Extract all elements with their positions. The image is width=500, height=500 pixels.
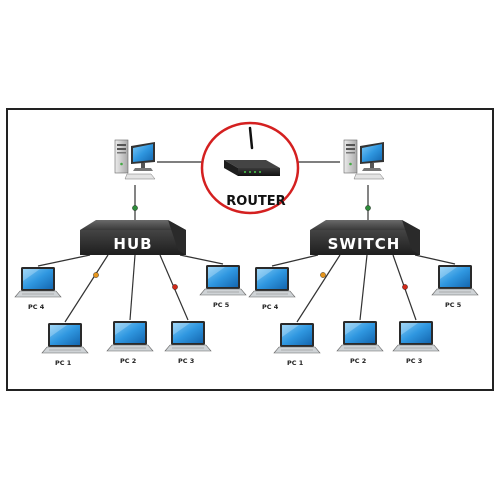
hub-pc1-label: PC 1: [55, 359, 72, 367]
connector-red: [402, 284, 408, 290]
server-computer-icon: [343, 139, 385, 180]
laptop-icon: [431, 265, 479, 296]
switch-top-face: [310, 220, 420, 230]
cable-hub-pc4: [37, 254, 91, 267]
router-icon: [224, 126, 280, 176]
laptops: PC 4 PC 1 PC 2 PC 3 PC 5 PC 4 PC 1 PC 2 PC 3 PC 5: [14, 265, 479, 367]
laptop-icon: [392, 321, 440, 352]
cable-hub-pc5: [179, 254, 224, 265]
switch-pc2-label: PC 2: [350, 357, 366, 365]
laptop-icon: [41, 323, 89, 354]
connector-green: [132, 205, 138, 211]
hub-label: HUB: [113, 235, 152, 253]
hub-pc2-label: PC 2: [120, 357, 136, 365]
cable-switch-pc5: [414, 254, 456, 265]
hub-pc3-label: PC 3: [178, 357, 194, 365]
cables: [37, 161, 456, 323]
hub-front-face: [80, 230, 186, 255]
hub-pc4-label: PC 4: [28, 303, 45, 311]
connector-red: [172, 284, 178, 290]
laptop-icon: [14, 267, 62, 298]
server-computer-icon: [114, 139, 156, 180]
hub-pc5-label: PC 5: [213, 301, 230, 309]
switch-label: SWITCH: [328, 235, 401, 253]
connector-orange: [320, 272, 326, 278]
switch-pc5-label: PC 5: [445, 301, 462, 309]
connector-green: [365, 205, 371, 211]
cable-switch-pc2: [359, 254, 368, 321]
switch-pc3-label: PC 3: [406, 357, 422, 365]
hub-device: HUB: [80, 220, 186, 255]
switch-pc1-label: PC 1: [287, 359, 304, 367]
cable-hub-pc1: [64, 254, 109, 323]
laptop-icon: [164, 321, 212, 352]
cable-switch-pc1: [296, 254, 341, 323]
laptop-icon: [273, 323, 321, 354]
router: ROUTER: [200, 121, 300, 215]
laptop-icon: [106, 321, 154, 352]
laptop-icon: [199, 265, 247, 296]
connector-orange: [93, 272, 99, 278]
cable-switch-pc4: [271, 254, 319, 267]
hub-top-face: [80, 220, 186, 230]
switch-front-face: [310, 230, 420, 255]
switch-pc4-label: PC 4: [262, 303, 279, 311]
switch-device: SWITCH: [310, 220, 420, 255]
laptop-icon: [336, 321, 384, 352]
router-label: ROUTER: [226, 194, 285, 209]
cable-hub-pc2: [129, 254, 136, 321]
laptop-icon: [248, 267, 296, 298]
